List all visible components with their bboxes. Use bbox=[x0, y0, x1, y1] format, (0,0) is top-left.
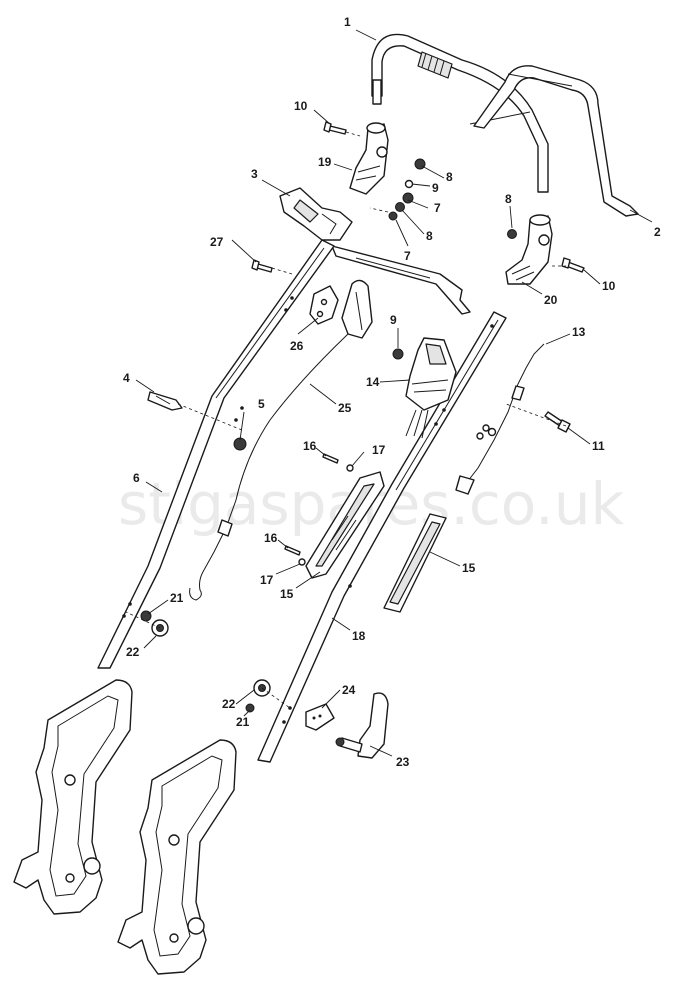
part-upper-handlebar bbox=[371, 33, 549, 193]
part-terminal-24 bbox=[305, 703, 335, 731]
part-control-lever bbox=[341, 279, 373, 339]
callout-14: 14 bbox=[366, 375, 380, 389]
callout-17a: 17 bbox=[372, 443, 386, 457]
callout-labels: 1 2 3 4 5 6 7 7 8 8 8 9 9 10 10 11 13 14… bbox=[123, 15, 661, 769]
callout-20: 20 bbox=[544, 293, 558, 307]
part-throttle-cable-13 bbox=[455, 343, 545, 495]
callout-7a: 7 bbox=[434, 201, 441, 215]
callout-21b: 21 bbox=[236, 715, 250, 729]
callout-16a: 16 bbox=[303, 439, 317, 453]
callout-17b: 17 bbox=[260, 573, 274, 587]
callout-25: 25 bbox=[338, 401, 352, 415]
callout-1: 1 bbox=[344, 15, 351, 29]
part-handle-clamp-20 bbox=[505, 214, 553, 285]
part-bracket-26 bbox=[309, 285, 339, 325]
part-bolt-11 bbox=[544, 411, 571, 433]
callout-16b: 16 bbox=[264, 531, 278, 545]
part-side-bracket-left bbox=[13, 679, 133, 915]
callout-8a: 8 bbox=[446, 170, 453, 184]
part-cable-25 bbox=[189, 333, 349, 601]
part-cable-guide-15a bbox=[305, 471, 385, 579]
callout-11: 11 bbox=[592, 439, 605, 453]
callout-21a: 21 bbox=[170, 591, 184, 605]
callout-22a: 22 bbox=[126, 645, 140, 659]
callout-2: 2 bbox=[654, 225, 661, 239]
part-bail-bar bbox=[473, 65, 639, 217]
part-lower-tube-right bbox=[257, 311, 507, 763]
callout-9b: 9 bbox=[390, 313, 397, 327]
part-cable-guide-15b bbox=[383, 513, 447, 613]
part-bolt-27 bbox=[251, 259, 273, 273]
callout-26: 26 bbox=[290, 339, 304, 353]
hardware-nuts-washers bbox=[388, 158, 517, 360]
hardware-21-22 bbox=[140, 610, 271, 713]
hardware-16-17 bbox=[284, 453, 354, 566]
callout-22b: 22 bbox=[222, 697, 236, 711]
part-lever-bracket-3 bbox=[279, 187, 471, 315]
callout-9a: 9 bbox=[432, 181, 439, 195]
callout-18: 18 bbox=[352, 629, 366, 643]
callout-15b: 15 bbox=[280, 587, 294, 601]
assembly-dash-lines bbox=[125, 131, 567, 709]
callout-3: 3 bbox=[251, 167, 258, 181]
callout-4: 4 bbox=[123, 371, 130, 385]
callout-5: 5 bbox=[258, 397, 265, 411]
callout-7b: 7 bbox=[404, 249, 411, 263]
part-lever-23 bbox=[335, 692, 389, 759]
callout-10a: 10 bbox=[294, 99, 308, 113]
callout-27: 27 bbox=[210, 235, 224, 249]
part-throttle-14 bbox=[405, 337, 457, 439]
callout-8b: 8 bbox=[426, 229, 433, 243]
part-side-bracket-right bbox=[117, 739, 237, 975]
callout-24: 24 bbox=[342, 683, 356, 697]
callout-19: 19 bbox=[318, 155, 332, 169]
callout-10b: 10 bbox=[602, 279, 616, 293]
callout-23: 23 bbox=[396, 755, 410, 769]
callout-leaders bbox=[135, 29, 653, 757]
callout-15a: 15 bbox=[462, 561, 476, 575]
part-handle-clamp-19 bbox=[349, 122, 389, 195]
callout-8c: 8 bbox=[505, 192, 512, 206]
callout-13: 13 bbox=[572, 325, 586, 339]
part-clip-4 bbox=[147, 391, 183, 411]
callout-6: 6 bbox=[133, 471, 140, 485]
part-lower-tube-left bbox=[97, 239, 335, 669]
